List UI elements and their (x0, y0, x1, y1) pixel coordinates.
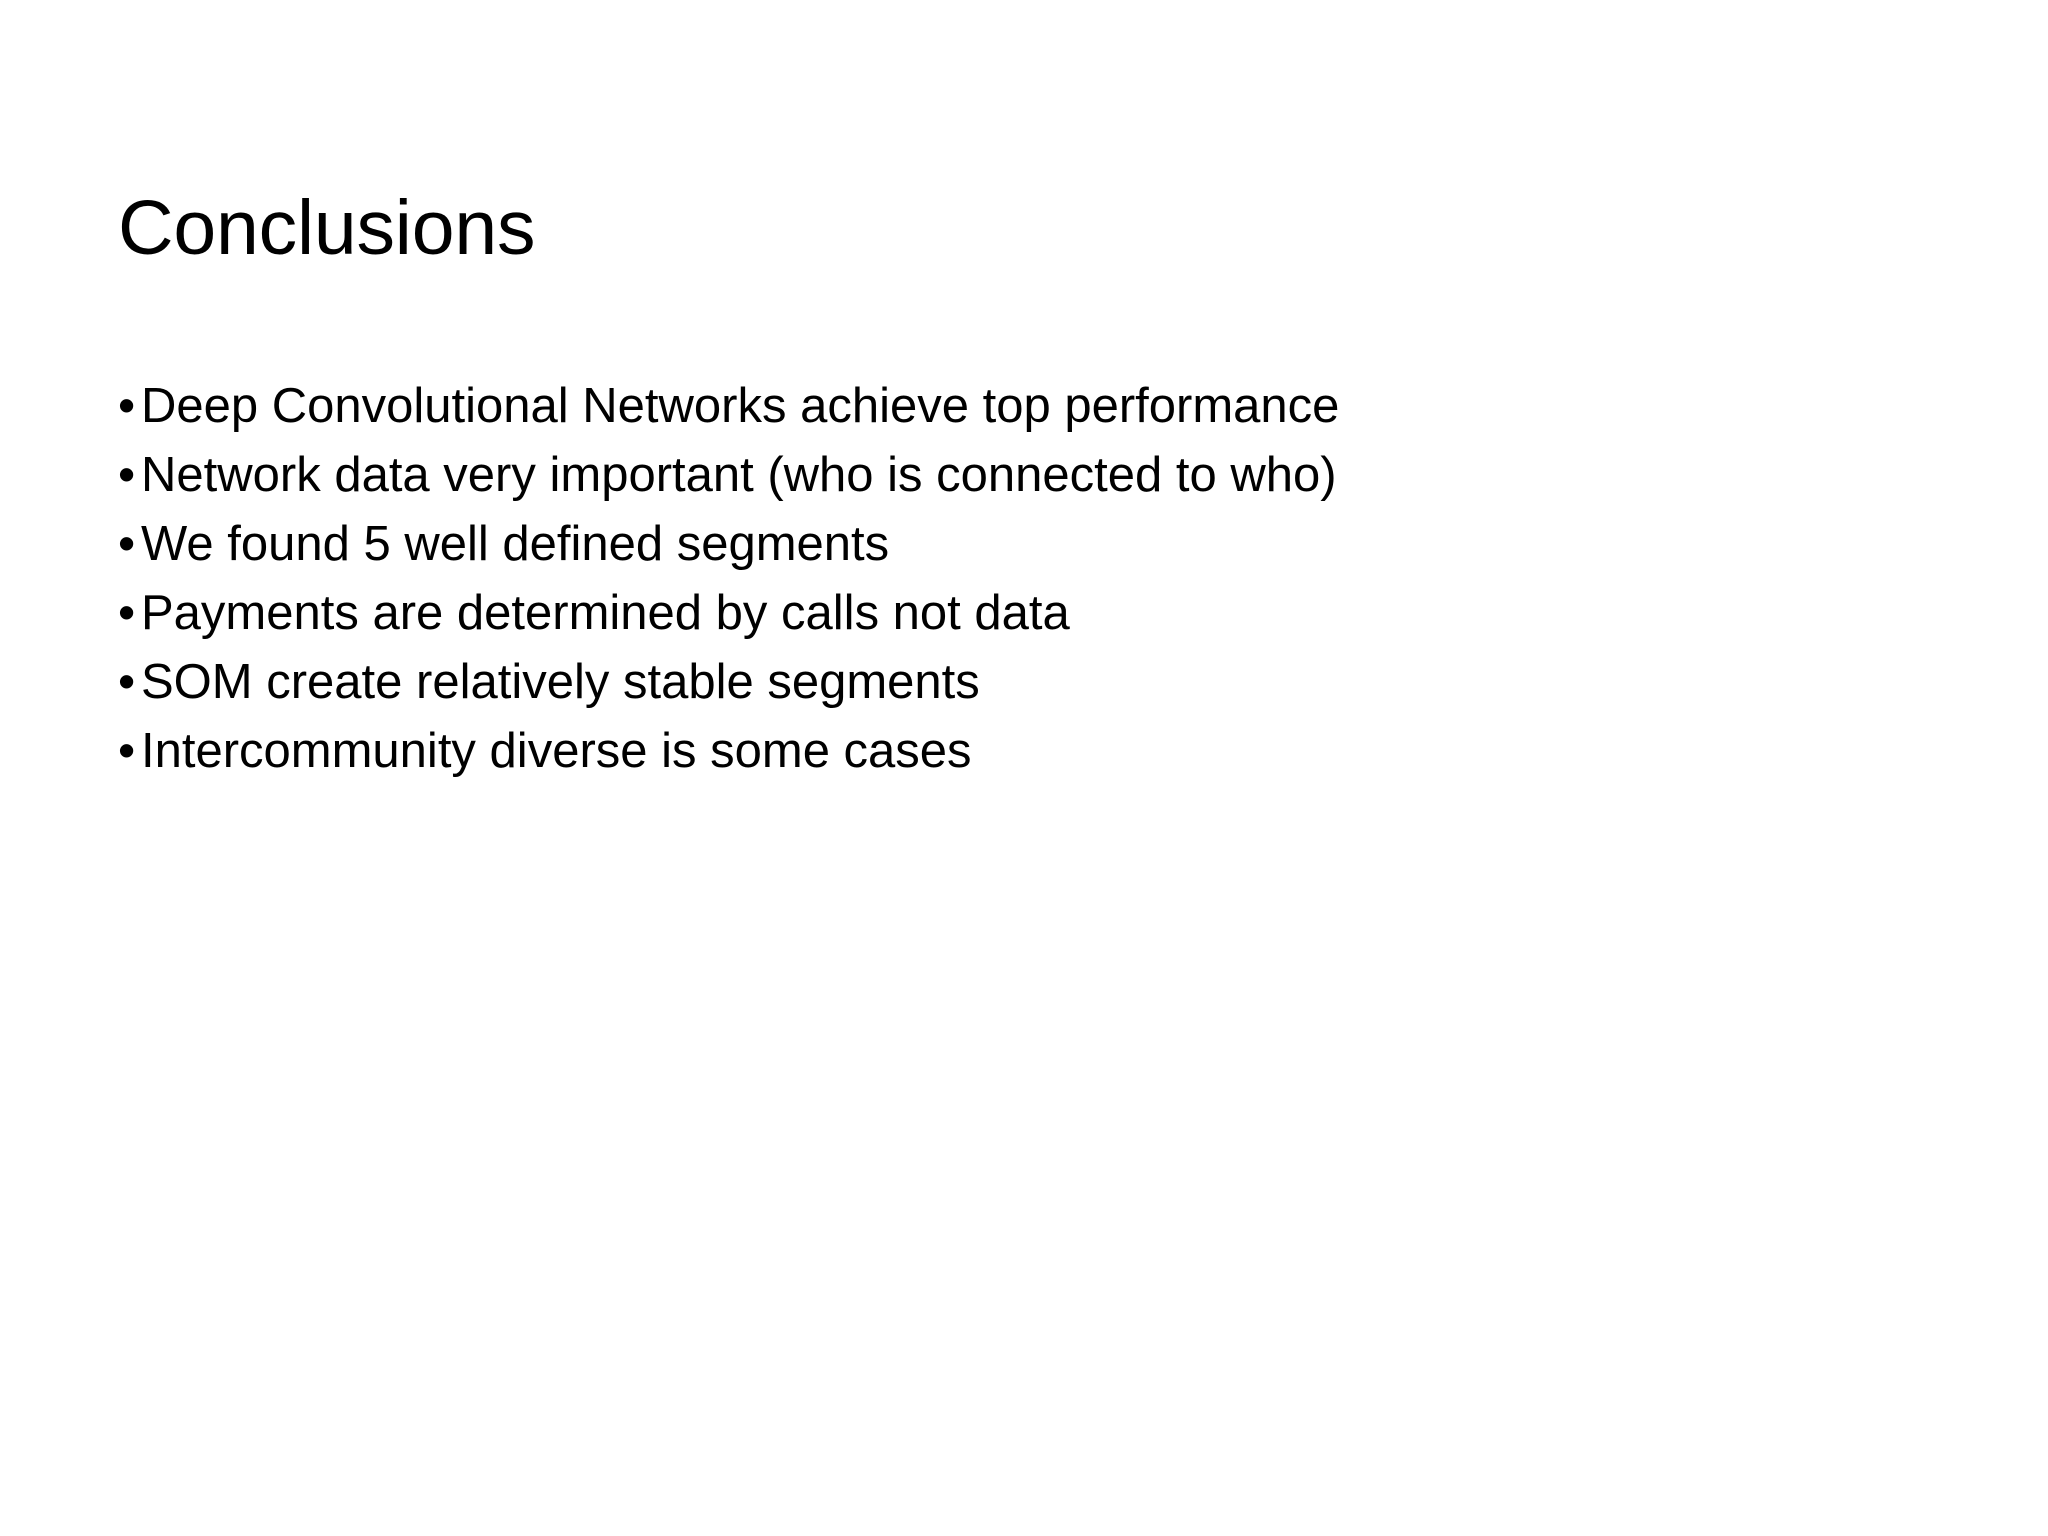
list-item: • SOM create relatively stable segments (118, 648, 1948, 717)
list-item-label: Intercommunity diverse is some cases (141, 724, 972, 778)
bullet-point-icon: • (118, 379, 136, 433)
bullet-point-icon: • (118, 655, 136, 709)
list-item: • We found 5 well defined segments (118, 510, 1948, 579)
page-title: Conclusions (118, 184, 536, 271)
bullet-point-icon: • (118, 586, 136, 640)
bullet-point-icon: • (118, 448, 136, 502)
list-item-label: We found 5 well defined segments (141, 517, 890, 571)
list-item: • Network data very important (who is co… (118, 441, 1948, 510)
list-item-label: Payments are determined by calls not dat… (141, 586, 1070, 640)
list-item-label: Network data very important (who is conn… (141, 448, 1337, 502)
bullet-point-icon: • (118, 517, 136, 571)
list-item: • Payments are determined by calls not d… (118, 579, 1948, 648)
conclusions-bullet-list: • Deep Convolutional Networks achieve to… (118, 372, 1948, 786)
list-item: • Intercommunity diverse is some cases (118, 717, 1948, 786)
list-item: • Deep Convolutional Networks achieve to… (118, 372, 1948, 441)
list-item-label: SOM create relatively stable segments (141, 655, 980, 709)
bullet-point-icon: • (118, 724, 136, 778)
list-item-label: Deep Convolutional Networks achieve top … (141, 379, 1340, 433)
